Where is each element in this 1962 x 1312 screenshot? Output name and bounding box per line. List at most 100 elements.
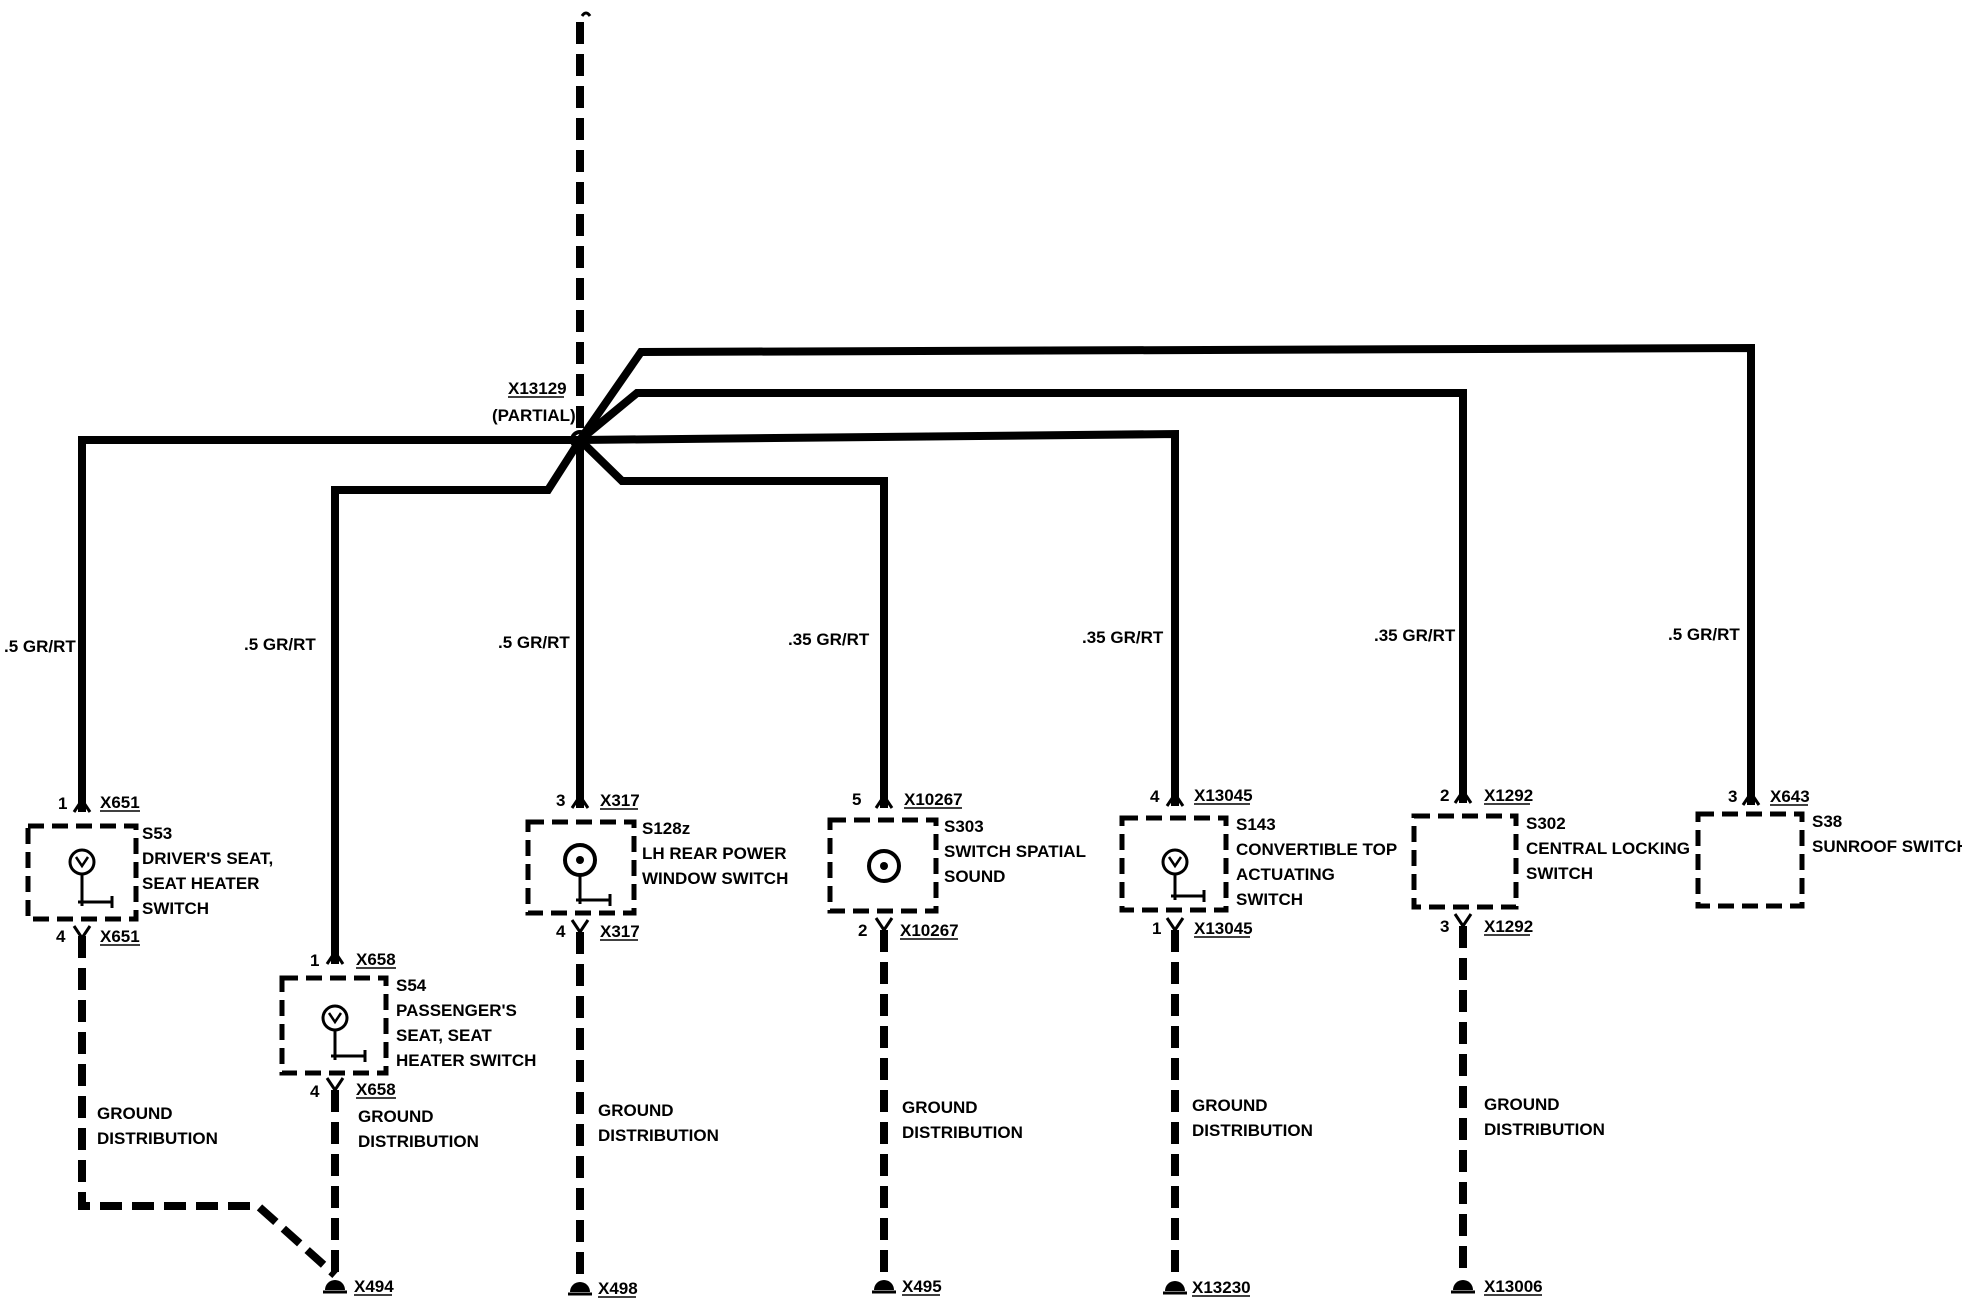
wire-s38 — [576, 343, 1755, 805]
bottom-connector: X658 — [356, 1080, 396, 1099]
top-connector: X317 — [600, 791, 640, 810]
wire-s54 — [331, 437, 584, 964]
seat-heater-icon — [321, 1004, 349, 1032]
ground-point-label: X13006 — [1484, 1277, 1543, 1296]
component-name-line: SWITCH — [1526, 864, 1593, 883]
ground-label: DISTRIBUTION — [358, 1132, 479, 1151]
component-s38: 3 X643 S38 SUNROOF SWITCH — [1695, 787, 1962, 909]
component-name-line: SEAT, SEAT — [396, 1026, 492, 1045]
component-name-line: SOUND — [944, 867, 1005, 886]
ground-symbol-icon — [1163, 1281, 1187, 1295]
component-name-line: CONVERTIBLE TOP — [1236, 840, 1397, 859]
ground-point-label: X494 — [354, 1277, 394, 1296]
component-name-line: HEATER SWITCH — [396, 1051, 536, 1070]
wire-s302 — [577, 389, 1467, 803]
component-id: S143 — [1236, 815, 1276, 834]
top-pin: 3 — [556, 791, 565, 810]
gauge-label: .35 GR/RT — [1082, 628, 1164, 647]
component-s143: 4 X13045 1 X13045 S143 CONVERTIBLE TOP A… — [1119, 786, 1397, 938]
ground-label: GROUND — [902, 1098, 978, 1117]
ground-symbol-icon — [323, 1280, 347, 1294]
ground-labels: GROUND DISTRIBUTION GROUND DISTRIBUTION … — [97, 1095, 1605, 1151]
bottom-connector: X13045 — [1194, 919, 1253, 938]
ground-point-label: X498 — [598, 1279, 638, 1298]
component-name-line: SWITCH — [142, 899, 209, 918]
component-s302: 2 X1292 3 X1292 S302 CENTRAL LOCKING SWI… — [1411, 786, 1690, 936]
ground-label: GROUND — [1192, 1096, 1268, 1115]
ground-label: GROUND — [598, 1101, 674, 1120]
gauge-label: .35 GR/RT — [788, 630, 870, 649]
bottom-pin: 2 — [858, 921, 867, 940]
component-name-line: LH REAR POWER — [642, 844, 787, 863]
bottom-pin: 1 — [1152, 919, 1161, 938]
top-pin: 1 — [310, 951, 319, 970]
ground-symbol-icon — [872, 1280, 896, 1294]
ground-label: GROUND — [97, 1104, 173, 1123]
component-s54: 1 X658 4 X658 S54 PASSENGER'S SEAT, SEAT… — [279, 949, 536, 1101]
top-connector: X10267 — [904, 790, 963, 809]
component-name-line: SWITCH SPATIAL — [944, 842, 1086, 861]
top-pin: 4 — [1150, 787, 1160, 806]
ground-wires — [78, 926, 1467, 1278]
ground-symbol-icon — [568, 1282, 592, 1296]
ground-label: GROUND — [358, 1107, 434, 1126]
convertible-top-icon — [1161, 848, 1189, 876]
top-pin: 5 — [852, 790, 861, 809]
top-connector: X643 — [1770, 787, 1810, 806]
component-name-line: PASSENGER'S — [396, 1001, 517, 1020]
bottom-pin: 4 — [310, 1082, 320, 1101]
component-id: S128z — [642, 819, 690, 838]
gauge-label: .35 GR/RT — [1374, 626, 1456, 645]
wire-s303 — [577, 437, 888, 808]
top-connector: X13045 — [1194, 786, 1253, 805]
ground-points: X494 X498 X495 X13230 X13006 — [323, 1277, 1543, 1298]
seat-heater-icon — [68, 848, 96, 876]
gauge-label: .5 GR/RT — [1668, 625, 1740, 644]
top-connector: X1292 — [1484, 786, 1533, 805]
component-id: S38 — [1812, 812, 1842, 831]
wire-s143 — [579, 429, 1179, 806]
ground-label: DISTRIBUTION — [1192, 1121, 1313, 1140]
bottom-pin: 4 — [556, 922, 566, 941]
bottom-connector: X651 — [100, 927, 140, 946]
ground-point-label: X495 — [902, 1277, 942, 1296]
component-id: S54 — [396, 976, 427, 995]
bottom-pin: 3 — [1440, 917, 1449, 936]
wire-s53 — [78, 436, 580, 812]
gauge-label: .5 GR/RT — [4, 637, 76, 656]
ground-label: DISTRIBUTION — [598, 1126, 719, 1145]
gauge-label: .5 GR/RT — [498, 633, 570, 652]
ground-label: GROUND — [1484, 1095, 1560, 1114]
component-name-line: SWITCH — [1236, 890, 1303, 909]
gauge-label: .5 GR/RT — [244, 635, 316, 654]
ground-wire-s53 — [78, 936, 338, 1278]
component-id: S302 — [1526, 814, 1566, 833]
component-s53: 1 X651 4 X651 S53 DRIVER'S SEAT, SEAT HE… — [25, 793, 273, 946]
splice-note: (PARTIAL) — [492, 406, 576, 425]
top-connector: X651 — [100, 793, 140, 812]
ground-label: DISTRIBUTION — [97, 1129, 218, 1148]
component-name-line: CENTRAL LOCKING — [1526, 839, 1690, 858]
bottom-connector: X1292 — [1484, 917, 1533, 936]
top-pin: 3 — [1728, 787, 1737, 806]
component-id: S53 — [142, 824, 172, 843]
ground-label: DISTRIBUTION — [1484, 1120, 1605, 1139]
top-pin: 1 — [58, 794, 67, 813]
component-s303: 5 X10267 2 X10267 S303 SWITCH SPATIAL SO… — [827, 790, 1086, 940]
ground-label: DISTRIBUTION — [902, 1123, 1023, 1142]
ground-symbol-icon — [1451, 1280, 1475, 1294]
wire-gauges: .5 GR/RT .5 GR/RT .5 GR/RT .35 GR/RT .35… — [4, 625, 1740, 656]
component-name-line: SEAT HEATER — [142, 874, 259, 893]
top-connector: X658 — [356, 950, 396, 969]
bottom-connector: X10267 — [900, 921, 959, 940]
incoming-feed — [576, 11, 592, 438]
bottom-connector: X317 — [600, 922, 640, 941]
component-name-line: SUNROOF SWITCH — [1812, 837, 1962, 856]
bottom-pin: 4 — [56, 927, 66, 946]
component-name-line: DRIVER'S SEAT, — [142, 849, 273, 868]
feed-wires — [78, 343, 1755, 964]
spatial-sound-icon — [867, 849, 901, 883]
component-name-line: WINDOW SWITCH — [642, 869, 788, 888]
component-id: S303 — [944, 817, 984, 836]
